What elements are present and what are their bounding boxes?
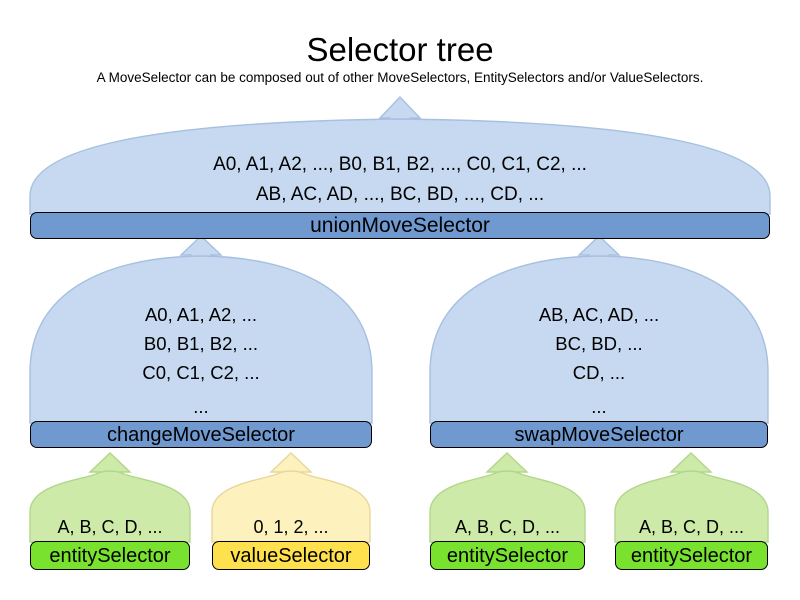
union-moves-line-2: AB, AC, AD, ..., BC, BD, ..., CD, ... bbox=[255, 184, 545, 205]
union-move-selector-label: unionMoveSelector bbox=[310, 214, 490, 237]
swap-entity-left-dome-group bbox=[429, 452, 586, 543]
change-dome-group bbox=[29, 235, 373, 424]
swap-moves-line-4: ... bbox=[591, 396, 607, 417]
swap-entity-left-selector-bar[interactable]: entitySelector bbox=[430, 541, 585, 570]
change-moves-line-4: ... bbox=[193, 396, 209, 417]
change-move-selector-bar[interactable]: changeMoveSelector bbox=[30, 421, 372, 448]
change-entity-selector-bar[interactable]: entitySelector bbox=[30, 541, 190, 570]
union-dome bbox=[29, 118, 771, 215]
change-value-dome bbox=[211, 470, 371, 543]
swap-dome-group bbox=[429, 235, 769, 424]
change-move-selector-label: changeMoveSelector bbox=[107, 423, 295, 446]
union-move-selector-bar[interactable]: unionMoveSelector bbox=[30, 212, 770, 239]
change-moves-line-3: C0, C1, C2, ... bbox=[142, 362, 260, 383]
swap-entity-right-selector-label: entitySelector bbox=[630, 544, 753, 567]
change-value-selector-label: valueSelector bbox=[230, 544, 352, 567]
swap-entity-left-selector-label: entitySelector bbox=[446, 544, 569, 567]
change-moves-line-2: B0, B1, B2, ... bbox=[143, 333, 259, 354]
change-value-values: 0, 1, 2, ... bbox=[253, 517, 329, 537]
swap-dome bbox=[429, 255, 769, 424]
change-dome bbox=[29, 255, 373, 424]
swap-entity-right-dome-group bbox=[614, 452, 769, 543]
swap-entity-left-dome bbox=[429, 470, 586, 543]
change-value-dome-group bbox=[211, 452, 371, 543]
change-entity-dome bbox=[29, 470, 191, 543]
change-moves-line-1: A0, A1, A2, ... bbox=[144, 304, 258, 325]
swap-entity-right-selector-bar[interactable]: entitySelector bbox=[615, 541, 768, 570]
swap-moves-line-3: CD, ... bbox=[572, 362, 626, 383]
page-subtitle: A MoveSelector can be composed out of ot… bbox=[96, 70, 704, 85]
change-entity-dome-group bbox=[29, 452, 191, 543]
swap-moves-line-2: BC, BD, ... bbox=[555, 333, 643, 354]
change-entity-values: A, B, C, D, ... bbox=[57, 517, 163, 537]
union-moves-line-1: A0, A1, A2, ..., B0, B1, B2, ..., C0, C1… bbox=[213, 154, 587, 175]
union-dome-group bbox=[29, 95, 771, 215]
change-entity-selector-label: entitySelector bbox=[49, 544, 171, 567]
swap-moves-line-1: AB, AC, AD, ... bbox=[538, 304, 660, 325]
change-value-selector-bar[interactable]: valueSelector bbox=[212, 541, 370, 570]
swap-entity-left-values: A, B, C, D, ... bbox=[454, 517, 561, 537]
swap-move-selector-bar[interactable]: swapMoveSelector bbox=[430, 421, 768, 448]
swap-entity-right-values: A, B, C, D, ... bbox=[638, 517, 745, 537]
swap-entity-right-dome bbox=[614, 470, 769, 543]
page-title: Selector tree bbox=[306, 31, 494, 68]
swap-move-selector-label: swapMoveSelector bbox=[514, 423, 684, 446]
